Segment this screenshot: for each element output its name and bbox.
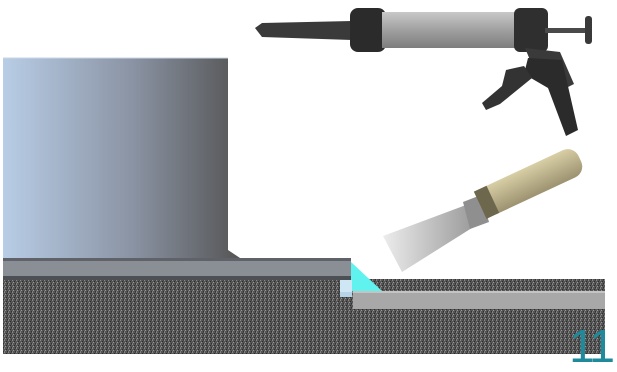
base-plate — [3, 258, 351, 280]
floor-tile — [353, 291, 605, 309]
substrate-floor — [3, 279, 605, 354]
page-number: 11 — [569, 320, 615, 372]
caulking-gun-icon — [255, 8, 592, 136]
column — [3, 57, 240, 258]
spatula-icon — [383, 149, 583, 272]
sealant-joint — [340, 262, 382, 297]
